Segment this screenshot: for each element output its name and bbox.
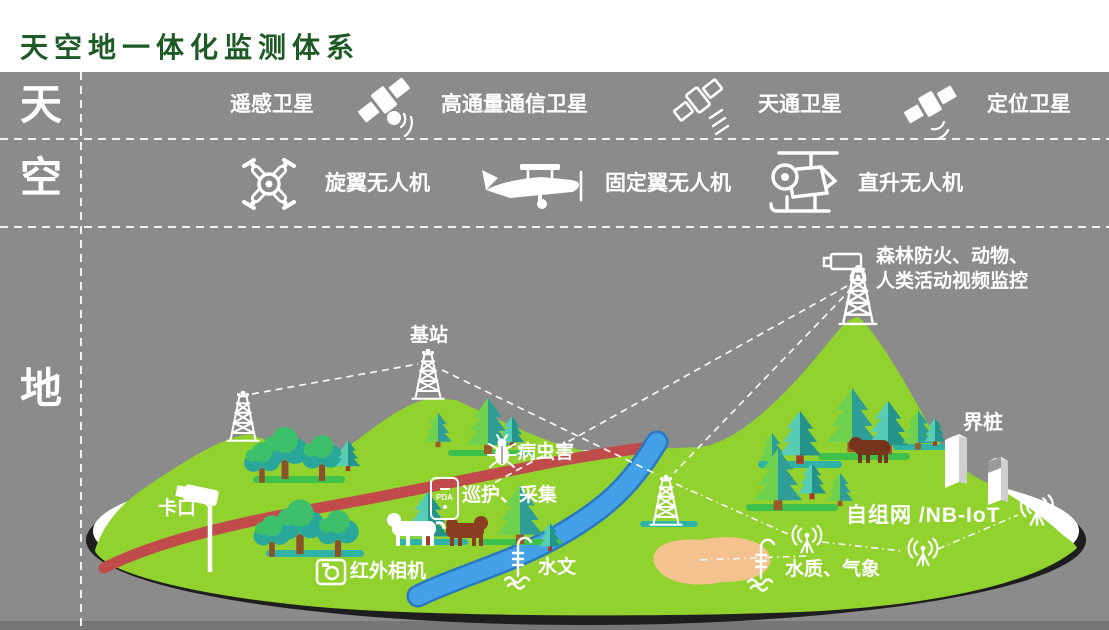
axis-label-sky: 天 (20, 81, 63, 128)
label-tiantong-satellite: 天通卫星 (758, 93, 842, 116)
cctv-camera-icon (175, 484, 219, 572)
positioning-satellite-icon (900, 82, 964, 145)
label-boundary-marker: 界桩 (963, 412, 1003, 434)
label-pest: 病虫害 (517, 442, 575, 463)
pond (653, 537, 771, 585)
bottom-strip (0, 621, 1109, 630)
label-video-monitoring-line2: 人类活动视频监控 (876, 271, 1029, 292)
infrared-camera-icon (315, 558, 347, 586)
remote-sensing-satellite-icon (356, 76, 422, 145)
boundary-posts (945, 434, 1008, 505)
pda-screen-line (439, 488, 450, 490)
label-positioning-satellite: 定位卫星 (987, 93, 1071, 116)
axis-label-air: 空 (20, 154, 63, 201)
fixed-wing-drone-icon (480, 156, 596, 223)
label-high-throughput-satellite: 高通量通信卫星 (441, 93, 588, 116)
label-adhoc-network: 自组网 /NB-IoT (846, 504, 1001, 527)
label-hydrology: 水文 (538, 557, 577, 578)
tiantong-satellite-icon (670, 74, 732, 145)
label-helicopter-drone: 直升无人机 (858, 172, 963, 195)
label-infrared-camera: 红外相机 (350, 561, 427, 582)
axis-label-ground: 地 (20, 365, 63, 412)
helicopter-drone-icon (763, 145, 849, 230)
title-band (0, 0, 1109, 72)
label-patrol-collection: 巡护、采集 (462, 485, 558, 506)
network-links (251, 285, 853, 493)
road (98, 441, 658, 574)
watchtower-camera-icon (822, 252, 867, 286)
label-base-station: 基站 (410, 325, 449, 346)
quadcopter-drone-icon (236, 148, 302, 223)
label-rotary-drone: 旋翼无人机 (325, 172, 430, 195)
page-title: 天空地一体化监测体系 (20, 32, 361, 63)
grid-separators (0, 72, 1109, 630)
label-water-quality-weather: 水质、气象 (785, 559, 881, 580)
white-tiger (387, 513, 446, 546)
label-remote-sensing-satellite: 遥感卫星 (230, 93, 314, 116)
label-fixed-wing-drone: 固定翼无人机 (605, 172, 731, 195)
label-video-monitoring-line1: 森林防火、动物、 (876, 246, 1029, 267)
pda-label: PDA (436, 493, 453, 502)
pda-home-button (442, 505, 447, 509)
boar (849, 437, 890, 463)
bug-icon (487, 434, 517, 468)
label-checkpoint: 卡口 (158, 498, 197, 519)
bear (446, 516, 488, 546)
iot-links (675, 483, 1019, 561)
pda-device-icon: PDA (430, 477, 459, 520)
